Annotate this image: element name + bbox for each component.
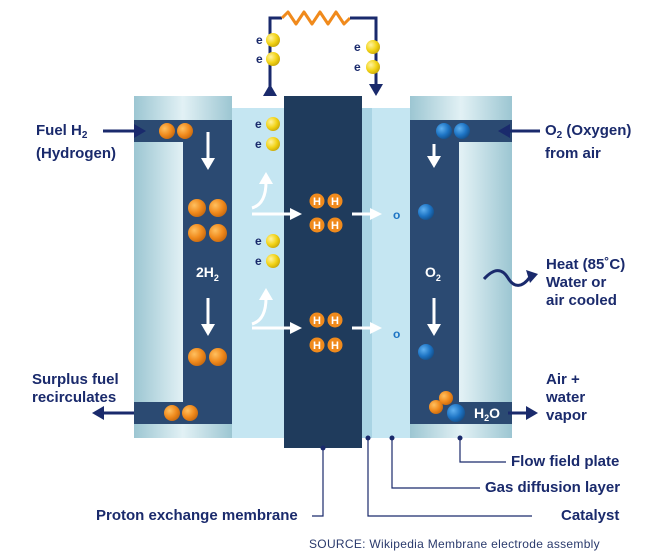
circuit-arrow-up-icon	[263, 84, 277, 96]
proton-label: H	[313, 196, 321, 208]
arrow-head-icon	[290, 208, 302, 220]
proton-label: H	[313, 220, 321, 232]
arrow-head-icon	[370, 322, 382, 334]
anode-gas-diffusion-layer	[232, 108, 284, 438]
heat-label: Heat (85˚C) Water or air cooled	[546, 256, 626, 309]
gas-diffusion-layer-label: Gas diffusion layer	[485, 479, 621, 496]
electron-label: e	[255, 137, 262, 151]
surplus-outlet-arrow-icon	[92, 406, 134, 420]
surplus-fuel-label: Surplus fuel recirculates	[32, 371, 119, 406]
oxygen-inlet-label: O2 (Oxygen) from air	[545, 122, 632, 162]
cathode-channel	[410, 120, 459, 420]
oxygen-inlet-arrow-icon	[498, 124, 540, 138]
arrow-head-icon	[259, 288, 273, 300]
catalyst-label: Catalyst	[561, 507, 620, 524]
gdl-electrons-middle: e e	[255, 234, 280, 268]
proton-exchange-membrane-label: Proton exchange membrane	[96, 507, 298, 524]
external-circuit-wire	[268, 16, 282, 96]
hydrogen-molecules	[159, 123, 227, 421]
arrow-head-icon	[290, 322, 302, 334]
leader-lines	[312, 438, 532, 517]
circuit-electrons-left: e e	[256, 33, 280, 66]
flow-field-plate-label: Flow field plate	[511, 453, 620, 470]
cathode-flow-arrows	[427, 144, 441, 336]
protons-top: H H H H	[309, 193, 343, 233]
anode-h2-label: 2H2	[196, 264, 219, 283]
resistor	[280, 10, 352, 26]
gdl-electrons-top: e e	[255, 117, 280, 151]
fuel-inlet-label: Fuel H2 (Hydrogen)	[36, 122, 116, 162]
cathode-o2-label: O2	[425, 264, 441, 283]
circuit-arrow-down-icon	[369, 84, 383, 96]
proton-label: H	[313, 340, 321, 352]
proton-label: H	[331, 340, 339, 352]
leader-dots	[320, 435, 463, 451]
electron-label: e	[255, 234, 262, 248]
proton-exchange-membrane	[284, 96, 362, 448]
air-outlet-arrow-icon	[508, 406, 538, 420]
proton-label: H	[331, 315, 339, 327]
anode-channel	[183, 120, 232, 420]
proton-label: H	[313, 315, 321, 327]
oxygen-atom-label: o	[393, 208, 400, 222]
arrow-head-icon	[526, 270, 538, 283]
circuit-electrons-right: e e	[354, 40, 380, 74]
anode-flow-arrows	[201, 132, 215, 336]
catalyst-layer	[362, 108, 372, 438]
oxygen-atom-label: o	[393, 327, 400, 341]
electron-label: e	[354, 60, 361, 74]
air-water-vapor-label: Air + water vapor	[546, 371, 587, 424]
cathode-gas-diffusion-layer	[372, 108, 410, 438]
source-credit: SOURCE: Wikipedia Membrane electrode ass…	[309, 537, 600, 551]
oxygen-molecules	[418, 123, 470, 422]
arrow-head-icon	[259, 172, 273, 184]
water-label: H2O	[474, 405, 500, 423]
electron-label: e	[256, 52, 263, 66]
electron-label: e	[255, 117, 262, 131]
electron-flow-arrow-icon	[251, 181, 268, 210]
electron-flow-arrow-icon	[251, 297, 268, 326]
electron-label: e	[255, 254, 262, 268]
proton-label: H	[331, 196, 339, 208]
electron-label: e	[256, 33, 263, 47]
electron-label: e	[354, 40, 361, 54]
fuel-inlet-arrow-icon	[103, 124, 146, 138]
arrow-head-icon	[370, 208, 382, 220]
proton-label: H	[331, 220, 339, 232]
protons-bottom: H H H H	[309, 312, 343, 353]
heat-wave-icon	[482, 269, 532, 287]
